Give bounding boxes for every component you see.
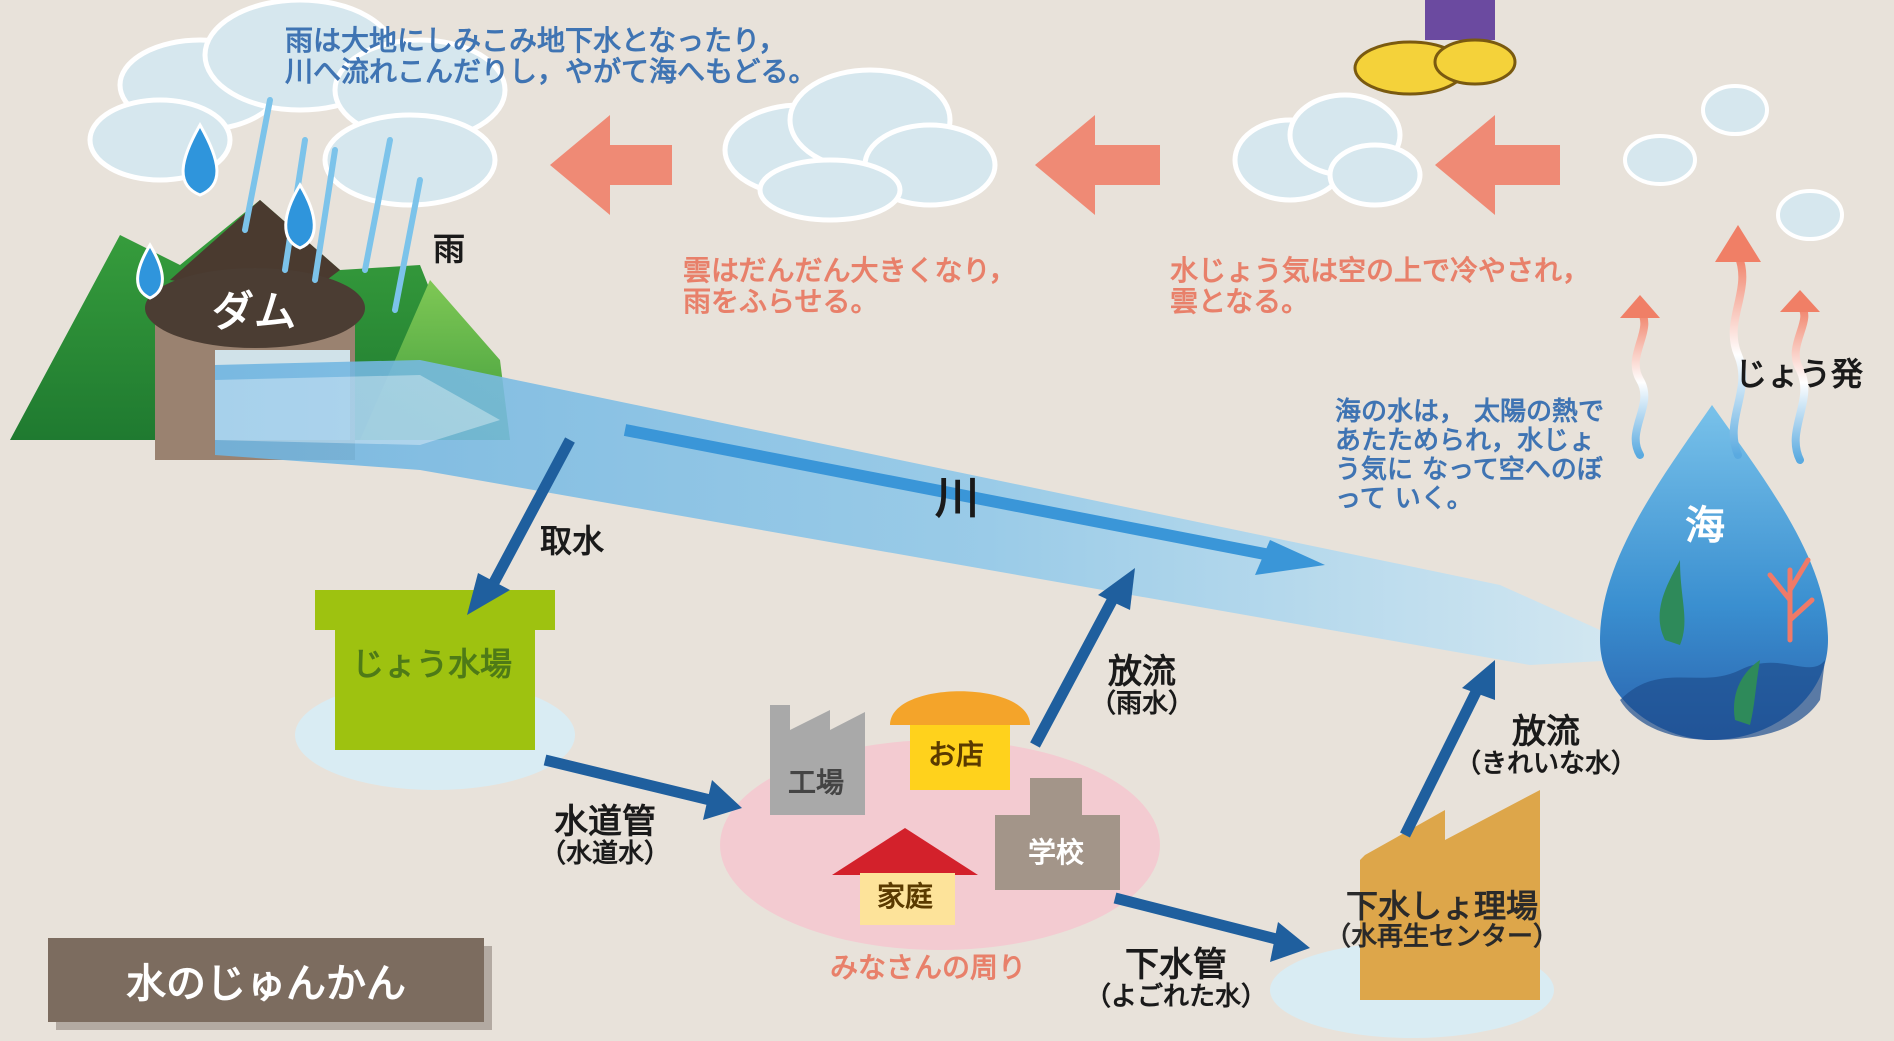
surroundings-label: みなさんの周り [830,951,1027,984]
discharge-clean-title: 放流 [1512,712,1580,752]
discharge-rain-sub: （雨水） [1090,688,1195,719]
flow-arrow-dark [467,437,1495,962]
sewage-plant-label: 下水しょ理場 （水再生センター） [1325,887,1560,952]
intake-label: 取水 [540,522,605,560]
note-vapor-cool: 水じょう気は空の上で冷やされ， 雲となる。 [1170,254,1591,319]
sewer-pipe-title: 下水管 [1125,945,1227,985]
note-cloud-grow: 雲はだんだん大きくなり， 雨をふらせる。 [683,254,1017,319]
river-label: 川 [935,473,979,524]
sewer-pipe-sub: （よごれた水） [1085,981,1268,1012]
sewage-plant-title: 下水しょ理場 [1346,887,1539,925]
shop-icon [890,691,1030,790]
rain-label: 雨 [433,230,466,268]
school-label: 学校 [1028,836,1085,869]
cloud-icon [1623,84,1844,241]
evaporation-label: じょう発 [1735,355,1864,393]
discharge-rain-label: 放流 （雨水） [1090,652,1195,719]
raindrop-icon [136,121,316,300]
note-rain-to-sea: 雨は大地にしみこみ地下水となったり， 川へ流れこんだりし，やがて海へもどる。 [285,24,817,89]
discharge-clean-label: 放流 （きれいな水） [1455,712,1638,779]
sea-label: 海 [1685,503,1725,549]
evaporation-arrowhead [1620,225,1820,318]
factory-label: 工場 [788,766,845,799]
discharge-rain-title: 放流 [1108,652,1176,692]
school-icon [995,778,1120,890]
purification-plant [295,590,575,790]
flow-arrow-red [550,115,1560,215]
character-feet-icon [1353,0,1517,96]
town [720,691,1160,950]
sewage-plant-sub: （水再生センター） [1325,921,1560,952]
home-icon [832,828,978,925]
dam-label: ダム [212,287,297,336]
factory-icon [770,705,865,815]
note-sea-evaporation: 海の水は， 太陽の熱であたためられ，水じょう気に なって空へのぼって いく。 [1335,397,1605,515]
water-pipe-label: 水道管 （水道水） [540,802,671,869]
page-title: 水のじゅんかん [48,938,484,1022]
sewer-pipe-label: 下水管 （よごれた水） [1085,945,1268,1012]
sea-drop-icon [1600,405,1828,740]
shop-label: お店 [928,738,985,771]
water-pipe-sub: （水道水） [540,838,671,869]
evaporation-arrow-icon [1631,251,1809,464]
cloud-icon [722,67,998,223]
water-pipe-title: 水道管 [554,802,656,842]
sewage-plant [1270,790,1554,1038]
home-label: 家庭 [877,880,934,913]
discharge-clean-sub: （きれいな水） [1455,748,1638,779]
cloud-icon [1232,92,1423,208]
purification-plant-label: じょう水場 [352,645,513,683]
river [215,360,1620,665]
